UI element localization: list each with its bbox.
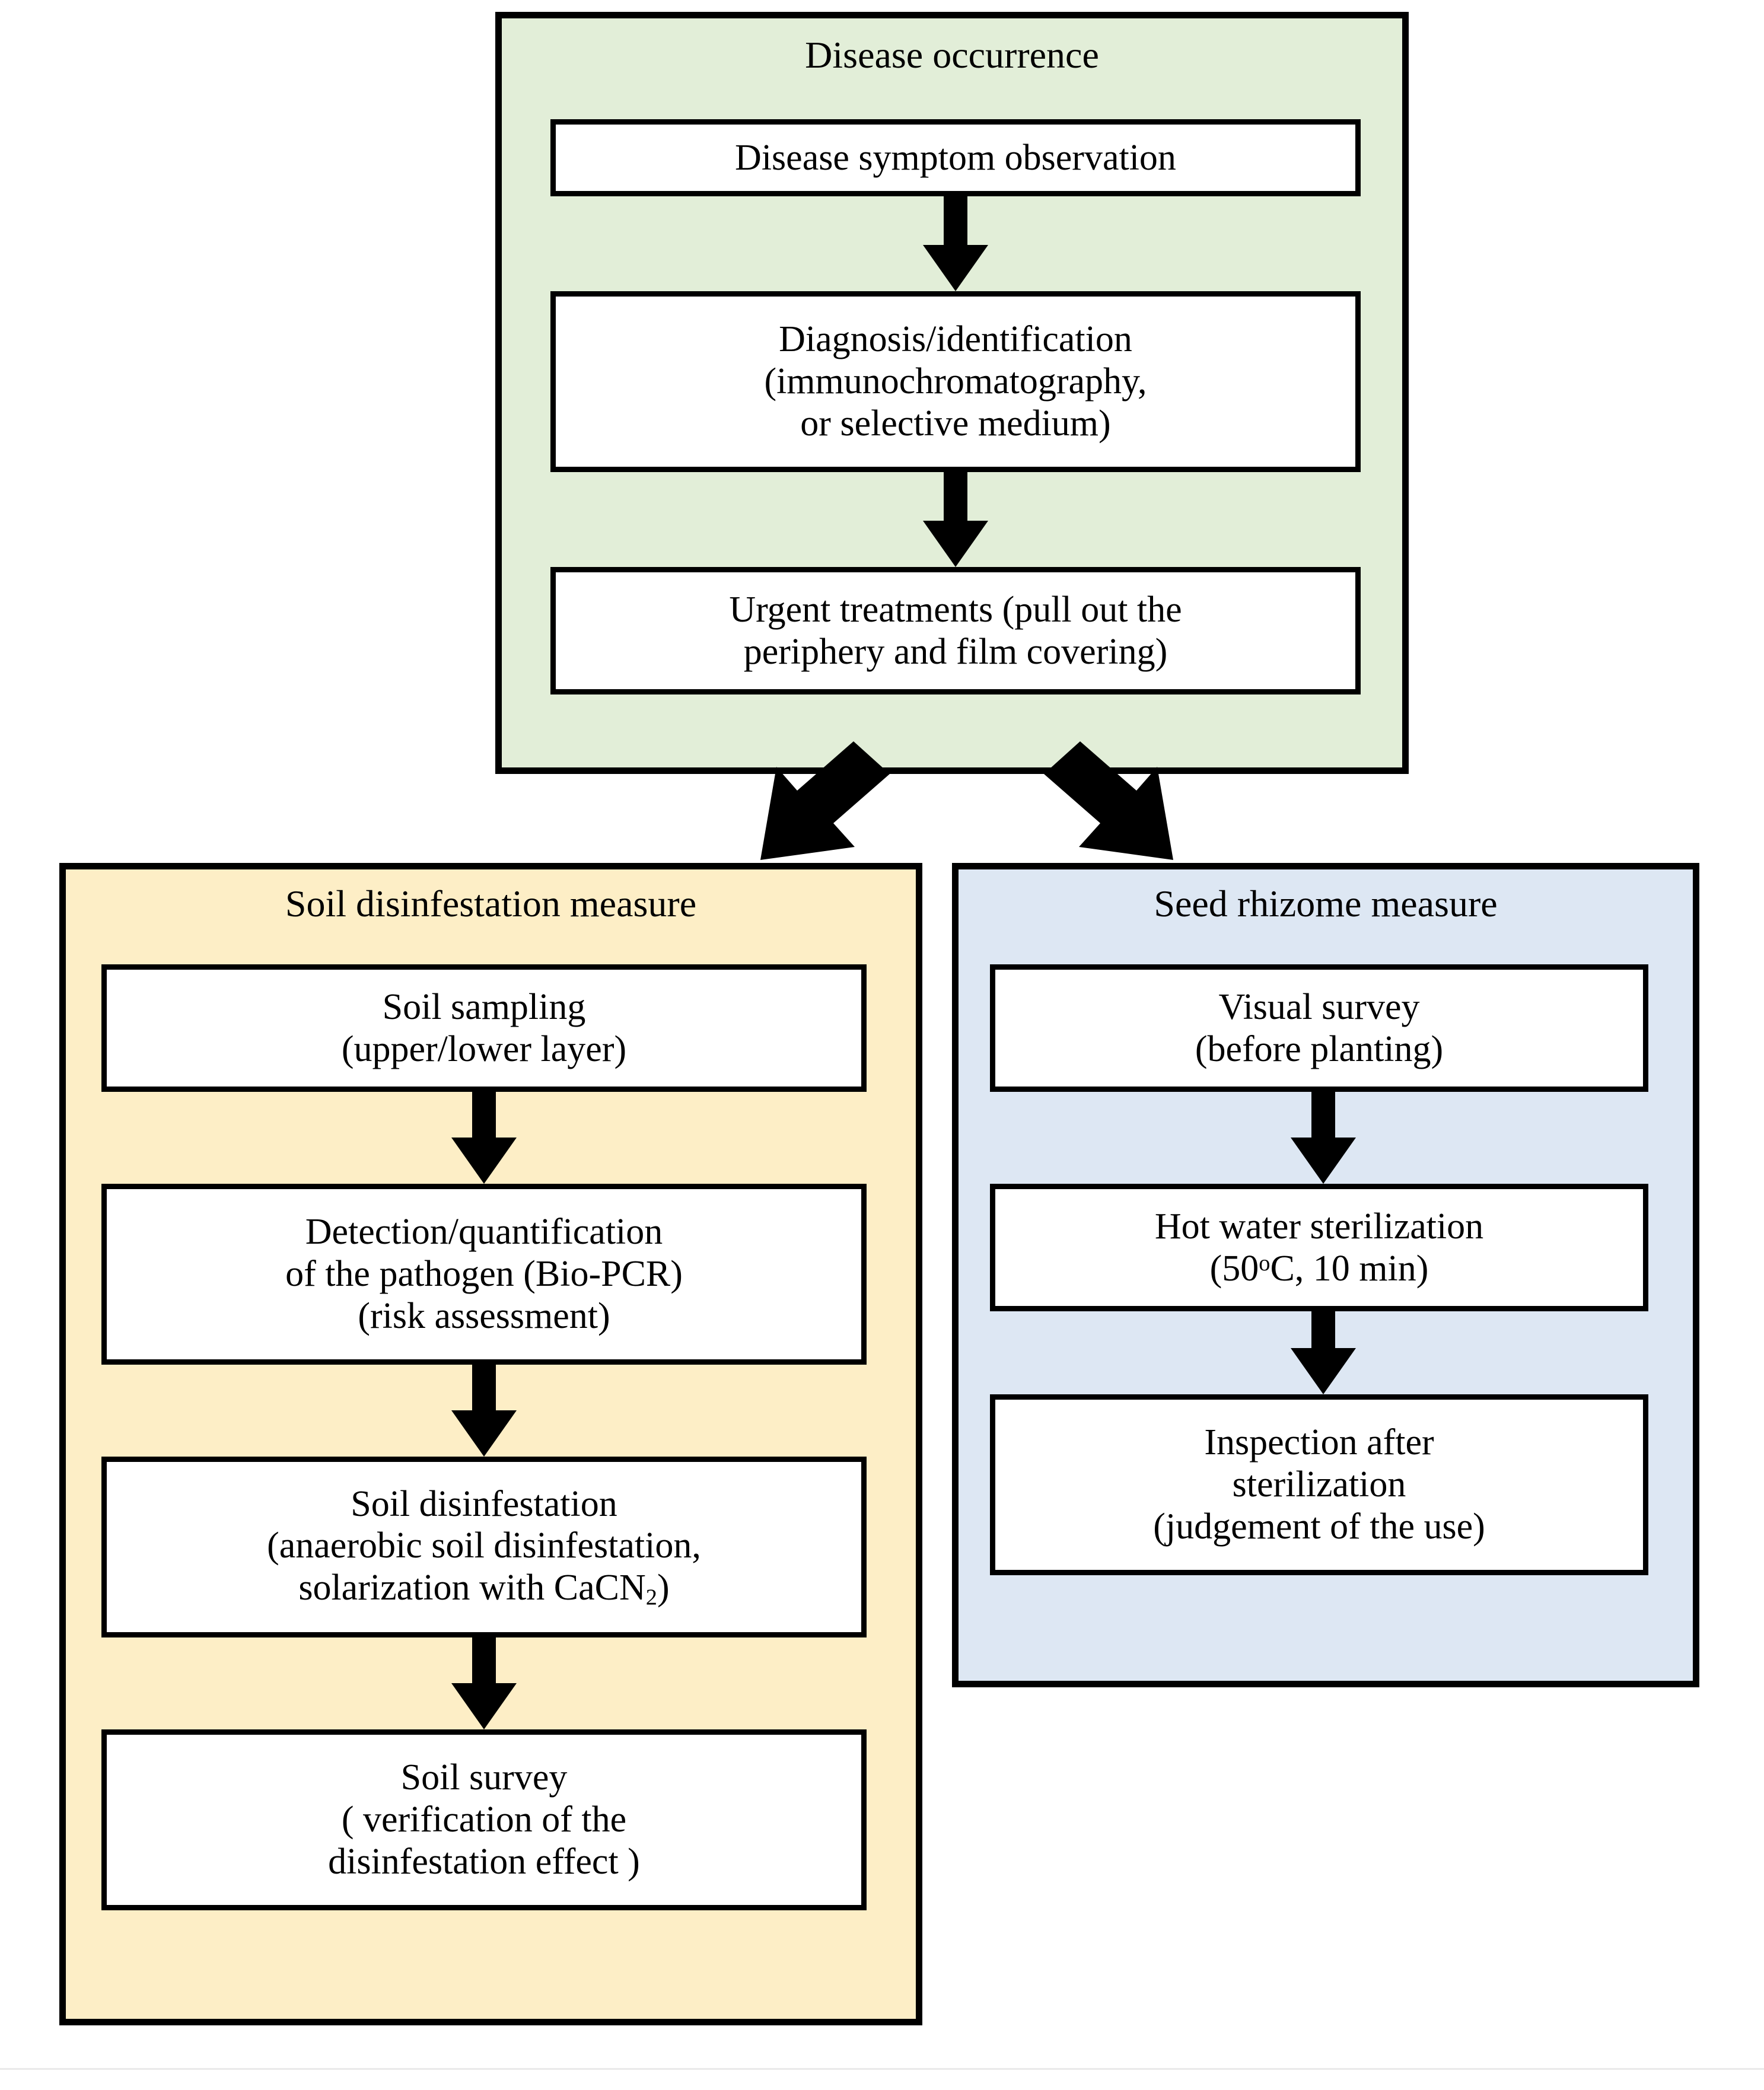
footer-divider bbox=[0, 2068, 1764, 2070]
line-1: Urgent treatments (pull out the bbox=[729, 589, 1182, 630]
line-3: or selective medium) bbox=[800, 403, 1111, 444]
arrow-down-green-2 bbox=[906, 472, 1005, 567]
step-inspection-after-sterilization: Inspection after sterilization (judgemen… bbox=[990, 1394, 1648, 1575]
line-2: periphery and film covering) bbox=[743, 631, 1168, 672]
arrow-down-cream-1 bbox=[434, 1092, 534, 1184]
line-3-b: ) bbox=[657, 1568, 670, 1608]
arrow-down-blue-1 bbox=[1273, 1092, 1373, 1184]
line-3: (risk assessment) bbox=[358, 1295, 610, 1336]
arrow-down-cream-3 bbox=[434, 1637, 534, 1729]
line-1: Visual survey bbox=[1218, 986, 1420, 1027]
line-1: Diagnosis/identification bbox=[779, 319, 1132, 360]
line-3-subscript: 2 bbox=[645, 1585, 658, 1610]
line-3: solarization with CaCN2) bbox=[267, 1567, 701, 1611]
line-1: Soil sampling bbox=[382, 986, 586, 1027]
step-text: Urgent treatments (pull out the peripher… bbox=[722, 589, 1189, 673]
line-2: (upper/lower layer) bbox=[341, 1028, 627, 1069]
step-disease-symptom-observation: Disease symptom observation bbox=[550, 119, 1361, 196]
degree-sign: o bbox=[1259, 1250, 1271, 1276]
step-detection-quantification: Detection/quantification of the pathogen… bbox=[101, 1184, 867, 1365]
arrow-down-blue-2 bbox=[1273, 1311, 1373, 1394]
line-1: Soil disinfestation bbox=[351, 1483, 617, 1524]
line-3: disinfestation effect ) bbox=[328, 1841, 640, 1882]
step-text: Soil survey ( verification of the disinf… bbox=[321, 1757, 647, 1882]
step-text: Inspection after sterilization (judgemen… bbox=[1146, 1422, 1492, 1547]
line-3-a: solarization with CaCN bbox=[298, 1568, 646, 1608]
line-2-b: C, 10 min) bbox=[1270, 1248, 1429, 1289]
step-visual-survey: Visual survey (before planting) bbox=[990, 964, 1648, 1092]
step-text: Soil disinfestation (anaerobic soil disi… bbox=[260, 1483, 708, 1611]
arrow-down-cream-2 bbox=[434, 1365, 534, 1457]
line-2: (50oC, 10 min) bbox=[1155, 1248, 1483, 1290]
step-text: Disease symptom observation bbox=[728, 137, 1183, 179]
line-2: of the pathogen (Bio-PCR) bbox=[285, 1254, 683, 1295]
line-2: (anaerobic soil disinfestation, bbox=[267, 1525, 701, 1566]
line-3: (judgement of the use) bbox=[1153, 1506, 1485, 1547]
panel-title-soil-disinfestation-measure: Soil disinfestation measure bbox=[285, 882, 697, 925]
line-1: Hot water sterilization bbox=[1154, 1206, 1484, 1247]
step-urgent-treatments: Urgent treatments (pull out the peripher… bbox=[550, 567, 1361, 694]
line-2-a: (50 bbox=[1209, 1248, 1259, 1289]
panel-seed-rhizome-measure: Seed rhizome measure Visual survey (befo… bbox=[952, 863, 1699, 1687]
panel-title-seed-rhizome-measure: Seed rhizome measure bbox=[1154, 882, 1498, 925]
line-1: Inspection after bbox=[1204, 1422, 1434, 1463]
line-1: Soil survey bbox=[400, 1757, 568, 1798]
arrow-down-green-1 bbox=[906, 196, 1005, 291]
panel-title-disease-occurrence: Disease occurrence bbox=[805, 34, 1099, 76]
step-text: Hot water sterilization (50oC, 10 min) bbox=[1148, 1206, 1491, 1289]
step-hot-water-sterilization: Hot water sterilization (50oC, 10 min) bbox=[990, 1184, 1648, 1311]
panel-soil-disinfestation-measure: Soil disinfestation measure Soil samplin… bbox=[59, 863, 922, 2025]
line-2: (before planting) bbox=[1195, 1028, 1444, 1069]
line-2: sterilization bbox=[1232, 1464, 1406, 1505]
step-text: Diagnosis/identification (immunochromato… bbox=[757, 318, 1154, 444]
line-1: Detection/quantification bbox=[305, 1212, 663, 1253]
step-soil-sampling: Soil sampling (upper/lower layer) bbox=[101, 964, 867, 1092]
step-soil-disinfestation: Soil disinfestation (anaerobic soil disi… bbox=[101, 1457, 867, 1637]
step-text: Soil sampling (upper/lower layer) bbox=[335, 986, 633, 1070]
step-text: Visual survey (before planting) bbox=[1188, 986, 1450, 1070]
line-2: ( verification of the bbox=[341, 1799, 627, 1840]
step-diagnosis-identification: Diagnosis/identification (immunochromato… bbox=[550, 291, 1361, 472]
line-1: Disease symptom observation bbox=[735, 137, 1176, 178]
panel-disease-occurrence: Disease occurrence Disease symptom obser… bbox=[495, 12, 1409, 774]
step-text: Detection/quantification of the pathogen… bbox=[278, 1211, 690, 1337]
step-soil-survey: Soil survey ( verification of the disinf… bbox=[101, 1729, 867, 1910]
line-2: (immunochromatography, bbox=[764, 361, 1147, 402]
